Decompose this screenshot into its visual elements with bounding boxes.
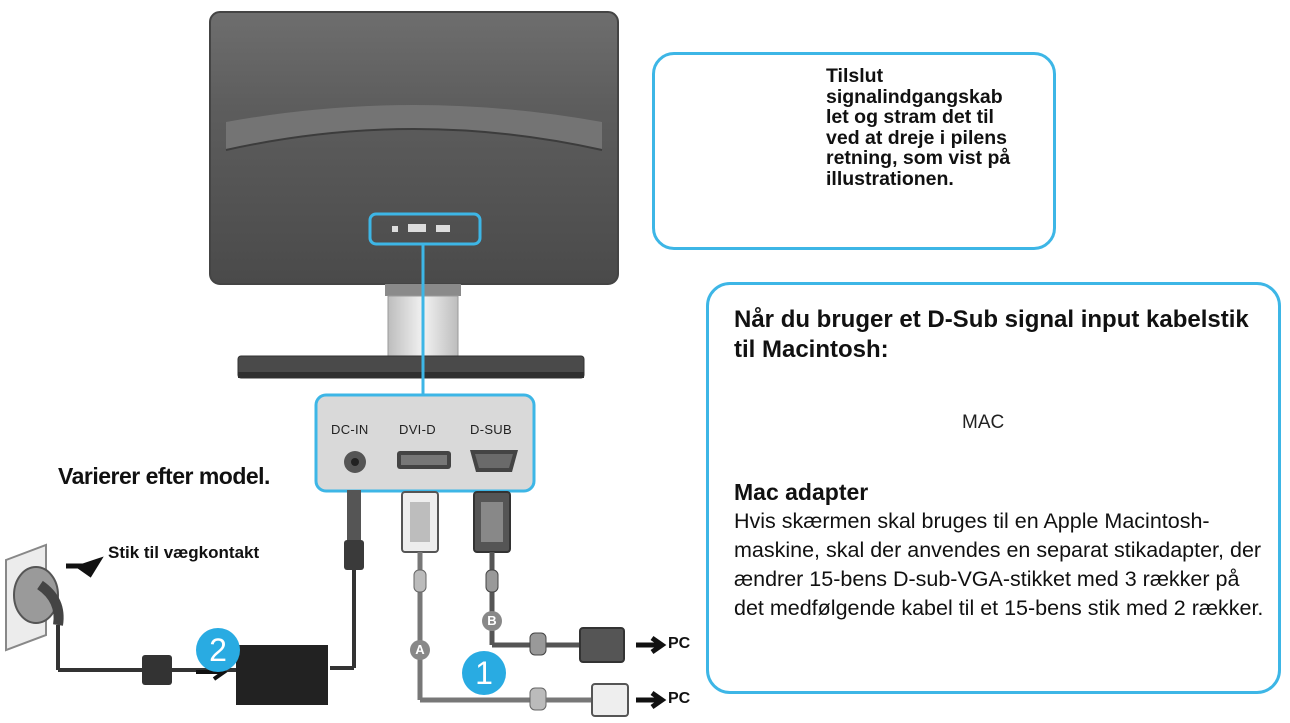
step-badge-2: 2	[196, 628, 240, 672]
cable-tag-a: A	[410, 640, 430, 660]
port-label-dvi-d: DVI-D	[399, 422, 436, 437]
mac-adapter-title: Mac adapter	[734, 479, 869, 505]
cable-tag-b: B	[482, 611, 502, 631]
mac-label: MAC	[962, 412, 1005, 433]
callout-mac-box	[706, 282, 1281, 694]
pc-arrow-a	[636, 690, 667, 710]
callout-connect-box	[652, 52, 1056, 250]
port-label-dc-in: DC-IN	[331, 422, 369, 437]
mac-adapter-text: Hvis skærmen skal bruges til en Apple Ma…	[734, 509, 1264, 620]
pc-arrow-b	[636, 635, 667, 655]
step-badge-1: 1	[462, 651, 506, 695]
pc-label-b: PC	[668, 635, 691, 652]
port-panel	[314, 393, 536, 493]
model-note: Varierer efter model.	[58, 463, 270, 489]
callout-connect-text: Tilslut signalindgangskab let og stram d…	[826, 65, 1011, 190]
port-label-d-sub: D-SUB	[470, 422, 512, 437]
wall-outlet	[5, 543, 104, 652]
pc-label-a: PC	[668, 690, 691, 707]
monitor-stand	[237, 284, 585, 379]
mac-heading: Når du bruger et D-Sub signal input kabe…	[734, 306, 1249, 363]
dsub-cable	[473, 491, 625, 663]
wall-outlet-label: Stik til vægkontakt	[108, 543, 260, 562]
dvi-cable	[401, 491, 629, 717]
monitor-back	[209, 11, 619, 285]
